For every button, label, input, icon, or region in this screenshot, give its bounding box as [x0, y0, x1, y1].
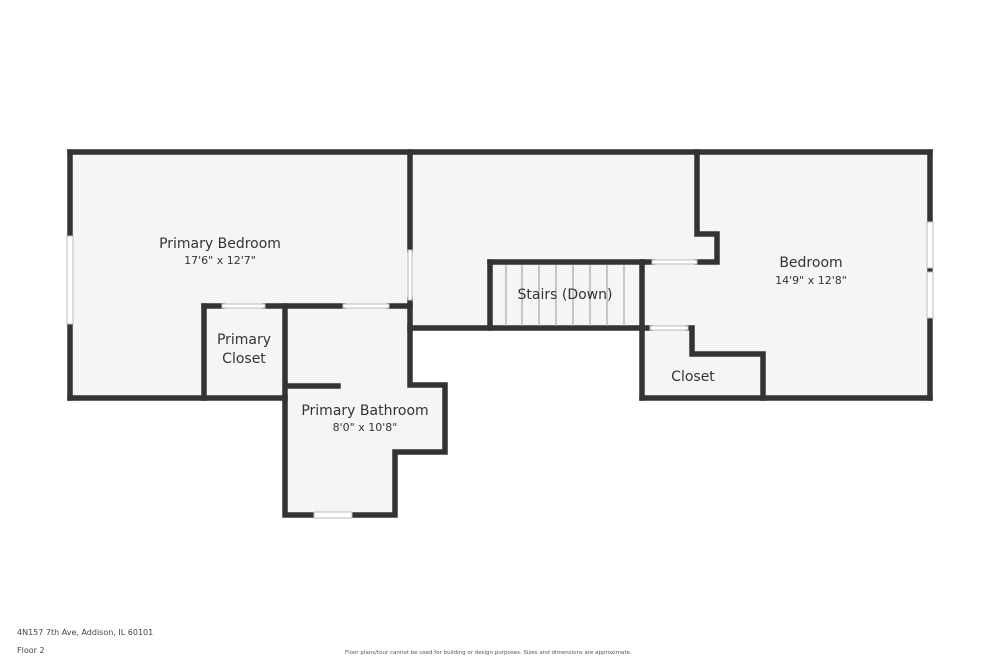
- window-bathroom: [313, 511, 353, 519]
- door-bathroom: [342, 303, 390, 309]
- doorway-primary-bedroom: [407, 249, 413, 301]
- floor-fills: [70, 152, 930, 515]
- stairs-treads: [505, 265, 625, 326]
- primary-bathroom-name: Primary Bathroom: [301, 403, 428, 419]
- door-closet: [221, 303, 266, 309]
- primary-bedroom-name: Primary Bedroom: [159, 236, 281, 252]
- primary-bathroom-dimensions: 8'0" x 10'8": [333, 421, 398, 434]
- stairs-label: Stairs (Down): [518, 287, 613, 303]
- window-left: [66, 235, 74, 325]
- door-closet-bedroom: [649, 325, 689, 331]
- window-right-top: [926, 221, 934, 269]
- disclaimer: Floor plans/tour cannot be used for buil…: [345, 650, 632, 656]
- window-right-bottom: [926, 271, 934, 319]
- property-address: 4N157 7th Ave, Addison, IL 60101: [17, 628, 154, 637]
- bedroom-dimensions: 14'9" x 12'8": [775, 274, 847, 287]
- closet-name: Closet: [671, 369, 715, 385]
- openings: [66, 221, 934, 519]
- bedroom-name: Bedroom: [779, 255, 842, 271]
- primary-bedroom-dimensions: 17'6" x 12'7": [184, 254, 256, 267]
- primary-closet-name-line1: Primary: [217, 332, 271, 348]
- walls: [67, 149, 933, 518]
- floor-label: Floor 2: [17, 646, 45, 655]
- room-labels: Primary Bedroom 17'6" x 12'7" Primary Cl…: [159, 236, 847, 434]
- door-bedroom: [651, 259, 698, 265]
- primary-closet-name-line2: Closet: [222, 351, 266, 367]
